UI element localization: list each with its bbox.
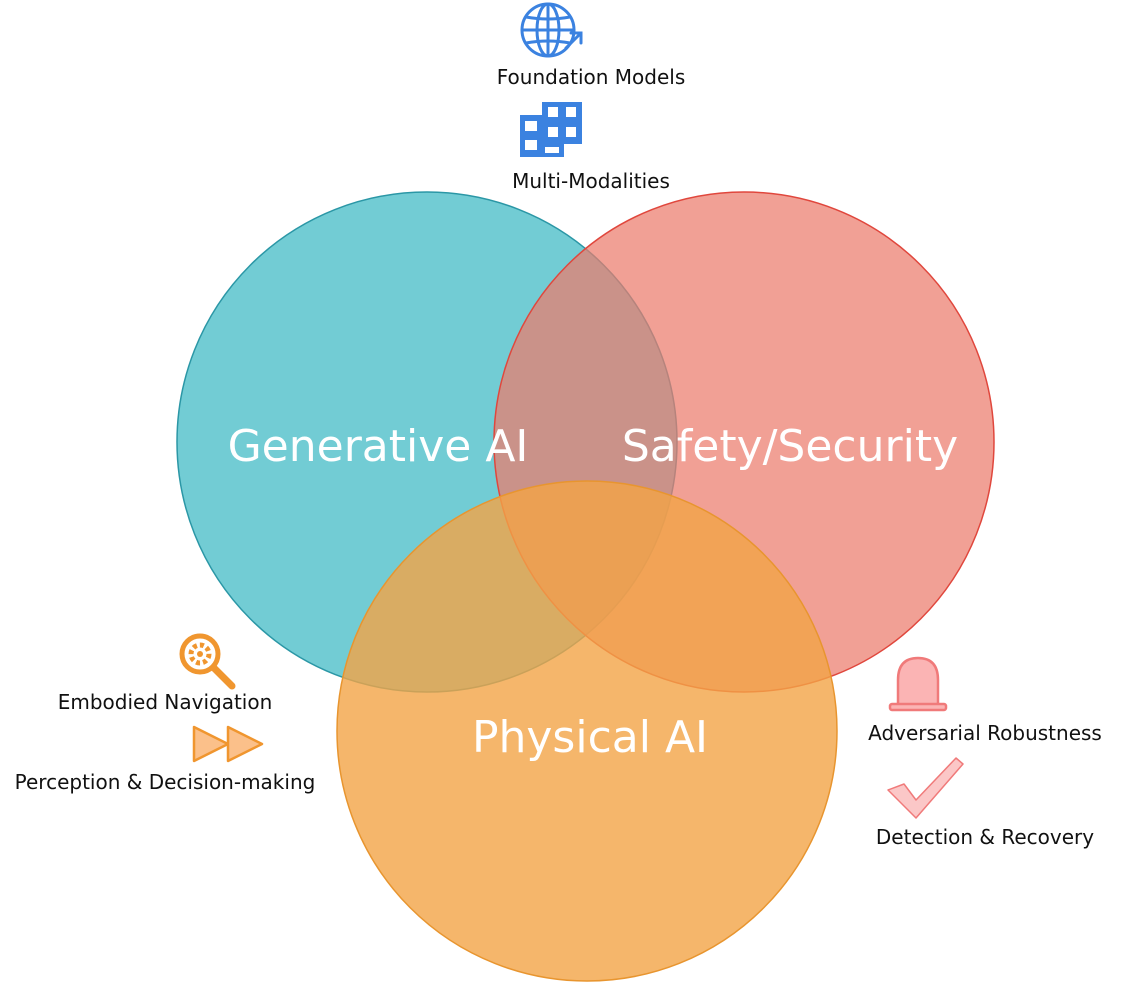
label-perception-decision: Perception & Decision-making <box>15 770 316 794</box>
label-generative-ai: Generative AI <box>228 421 529 472</box>
grid-blocks-icon <box>520 102 582 157</box>
venn-circles <box>176 191 995 982</box>
label-detection-recovery: Detection & Recovery <box>876 825 1094 849</box>
label-multi-modalities: Multi-Modalities <box>512 169 670 193</box>
globe-icon <box>520 2 583 58</box>
label-physical-ai: Physical AI <box>472 712 708 763</box>
circle-physical-ai <box>336 480 838 982</box>
gear-magnifier-icon <box>179 633 236 690</box>
label-adversarial-robustness: Adversarial Robustness <box>868 721 1102 745</box>
label-foundation-models: Foundation Models <box>497 65 685 89</box>
label-safety-security: Safety/Security <box>622 421 958 472</box>
checkmark-icon <box>887 757 964 819</box>
label-embodied-navigation: Embodied Navigation <box>58 690 273 714</box>
bell-icon <box>888 656 948 712</box>
fast-forward-icon <box>192 725 264 763</box>
